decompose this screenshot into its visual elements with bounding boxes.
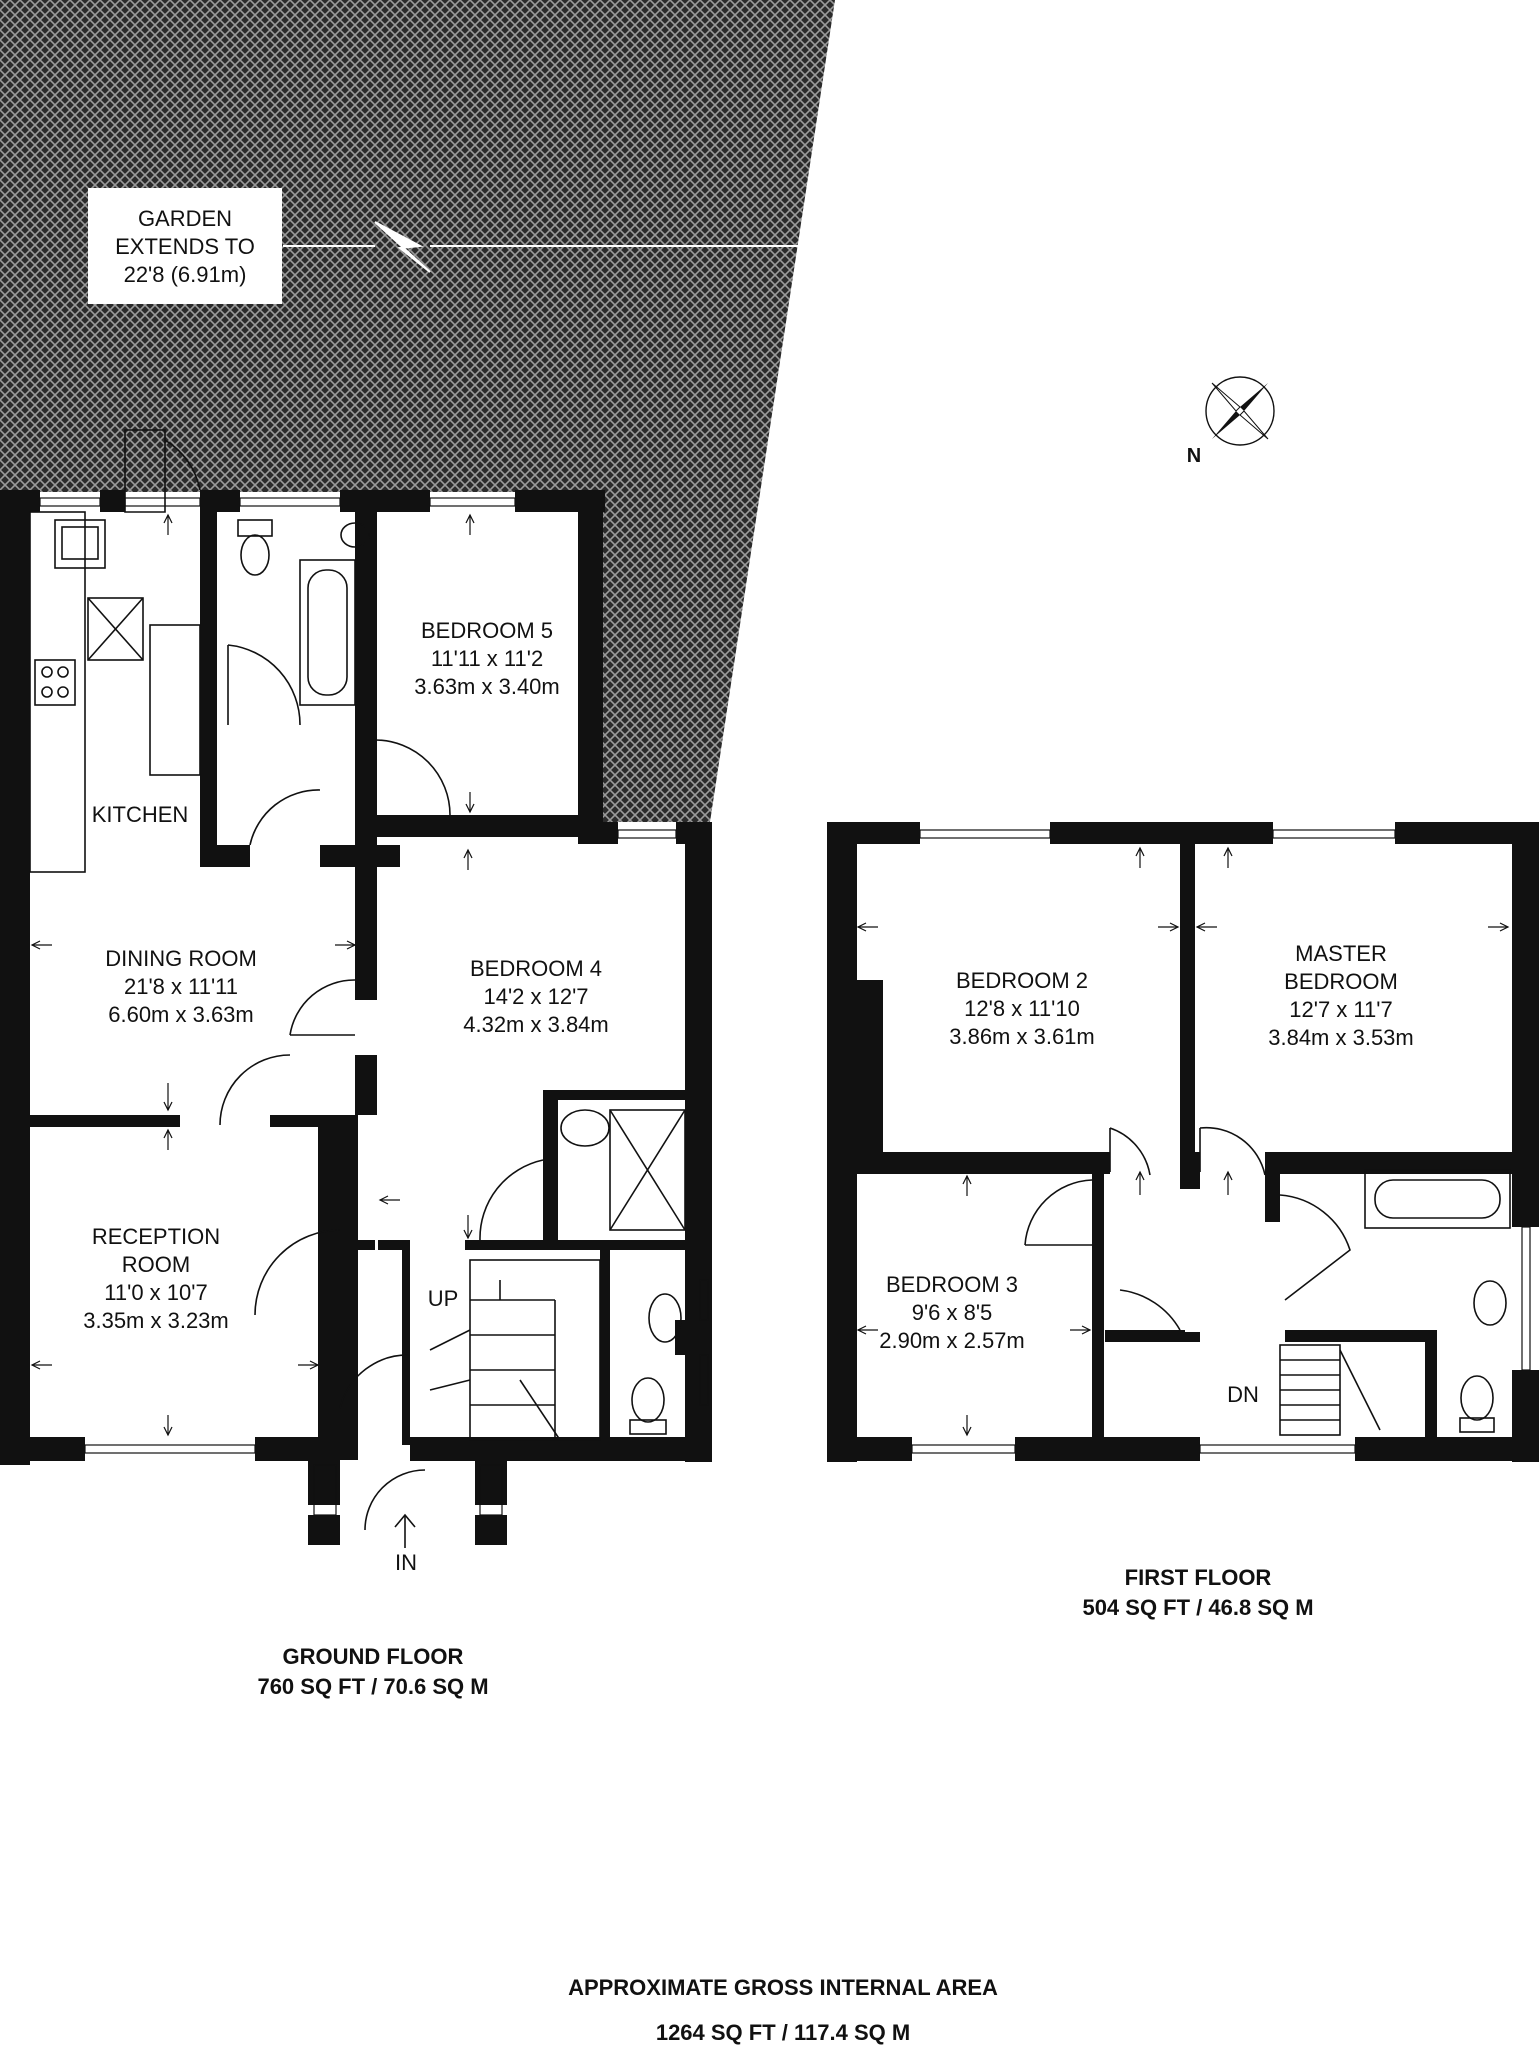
bedroom-4-metric: 4.32m x 3.84m: [463, 1012, 609, 1037]
compass-north-label: N: [1187, 445, 1201, 467]
reception-room-imperial: 11'0 x 10'7: [104, 1280, 207, 1305]
first-floor-title: FIRST FLOOR: [1125, 1565, 1272, 1590]
cloakroom-basin-icon: [648, 1293, 682, 1343]
kitchen-label: KITCHEN: [92, 802, 189, 827]
master-bedroom-metric: 3.84m x 3.53m: [1268, 1025, 1414, 1050]
reception-room-name-line2: ROOM: [122, 1252, 190, 1277]
bathroom-basin-icon: [1473, 1280, 1507, 1326]
first-floor-area: 504 SQ FT / 46.8 SQ M: [1082, 1595, 1313, 1620]
kitchen-unit: [149, 624, 201, 776]
kitchen-sink-icon: [54, 519, 106, 569]
bedroom-5-name: BEDROOM 5: [421, 618, 553, 643]
dining-room-imperial: 21'8 x 11'11: [124, 974, 238, 999]
ground-floor-dimension-arrows: [30, 513, 475, 1437]
bedroom-3-name: BEDROOM 3: [886, 1272, 1018, 1297]
compass-rose-icon: [1205, 376, 1275, 446]
bath-icon: [299, 559, 356, 706]
dining-room-name: DINING ROOM: [105, 946, 257, 971]
garden-area: GARDEN EXTENDS TO 22'8 (6.91m): [0, 0, 835, 822]
ground-floor-walls: [0, 490, 712, 1545]
bedroom-3-imperial: 9'6 x 8'5: [912, 1300, 993, 1325]
bedroom-2-metric: 3.86m x 3.61m: [949, 1024, 1095, 1049]
first-floor-windows: [911, 829, 1531, 1454]
break-line-symbol: [374, 221, 431, 273]
bedroom-3-metric: 2.90m x 2.57m: [879, 1328, 1025, 1353]
dining-room-metric: 6.60m x 3.63m: [108, 1002, 254, 1027]
total-area-title: APPROXIMATE GROSS INTERNAL AREA: [568, 1975, 998, 2000]
bedroom-2-imperial: 12'8 x 11'10: [964, 996, 1080, 1021]
master-bedroom-name-line2: BEDROOM: [1284, 969, 1398, 994]
shower-tray: [609, 1109, 686, 1231]
skylight-icon: [87, 597, 144, 661]
bedroom-5-imperial: 11'11 x 11'2: [431, 646, 543, 671]
total-area-value: 1264 SQ FT / 117.4 SQ M: [656, 2020, 910, 2045]
first-floor-stairs: [1279, 1344, 1381, 1436]
master-bedroom-imperial: 12'7 x 11'7: [1289, 997, 1392, 1022]
garden-label-line1: GARDEN: [138, 206, 232, 231]
ensuite-basin-icon: [560, 1109, 610, 1147]
garden-label-box: [88, 188, 282, 304]
basin-icon: [340, 522, 370, 548]
ground-floor-stairs: [429, 1259, 601, 1441]
master-bedroom-name-line1: MASTER: [1295, 941, 1387, 966]
first-floor-stairs-label: DN: [1227, 1382, 1259, 1407]
hob-icon: [34, 659, 76, 706]
cloakroom-toilet-icon: [631, 1377, 665, 1423]
ground-floor-title: GROUND FLOOR: [283, 1644, 464, 1669]
ground-floor-stairs-label: UP: [428, 1286, 459, 1311]
kitchen-worktop: [29, 511, 86, 873]
toilet-icon: [240, 534, 270, 576]
bedroom-5-metric: 3.63m x 3.40m: [414, 674, 560, 699]
bedroom-4-imperial: 14'2 x 12'7: [483, 984, 588, 1009]
first-floor-dimension-arrows: [856, 846, 1510, 1437]
bathroom-toilet-icon: [1460, 1375, 1494, 1421]
bath-icon: [1364, 1169, 1511, 1229]
garden-label-line3: 22'8 (6.91m): [124, 262, 247, 287]
ground-floor-area: 760 SQ FT / 70.6 SQ M: [257, 1674, 488, 1699]
bedroom-4-name: BEDROOM 4: [470, 956, 602, 981]
bedroom-2-name: BEDROOM 2: [956, 968, 1088, 993]
first-floor-walls: [827, 822, 1539, 1462]
ground-floor-fixtures: [29, 429, 686, 1548]
first-floor-fixtures: [1024, 1126, 1511, 1436]
reception-room-name-line1: RECEPTION: [92, 1224, 220, 1249]
garden-label-line2: EXTENDS TO: [115, 234, 255, 259]
entrance-label: IN: [395, 1550, 417, 1575]
reception-room-metric: 3.35m x 3.23m: [83, 1308, 229, 1333]
